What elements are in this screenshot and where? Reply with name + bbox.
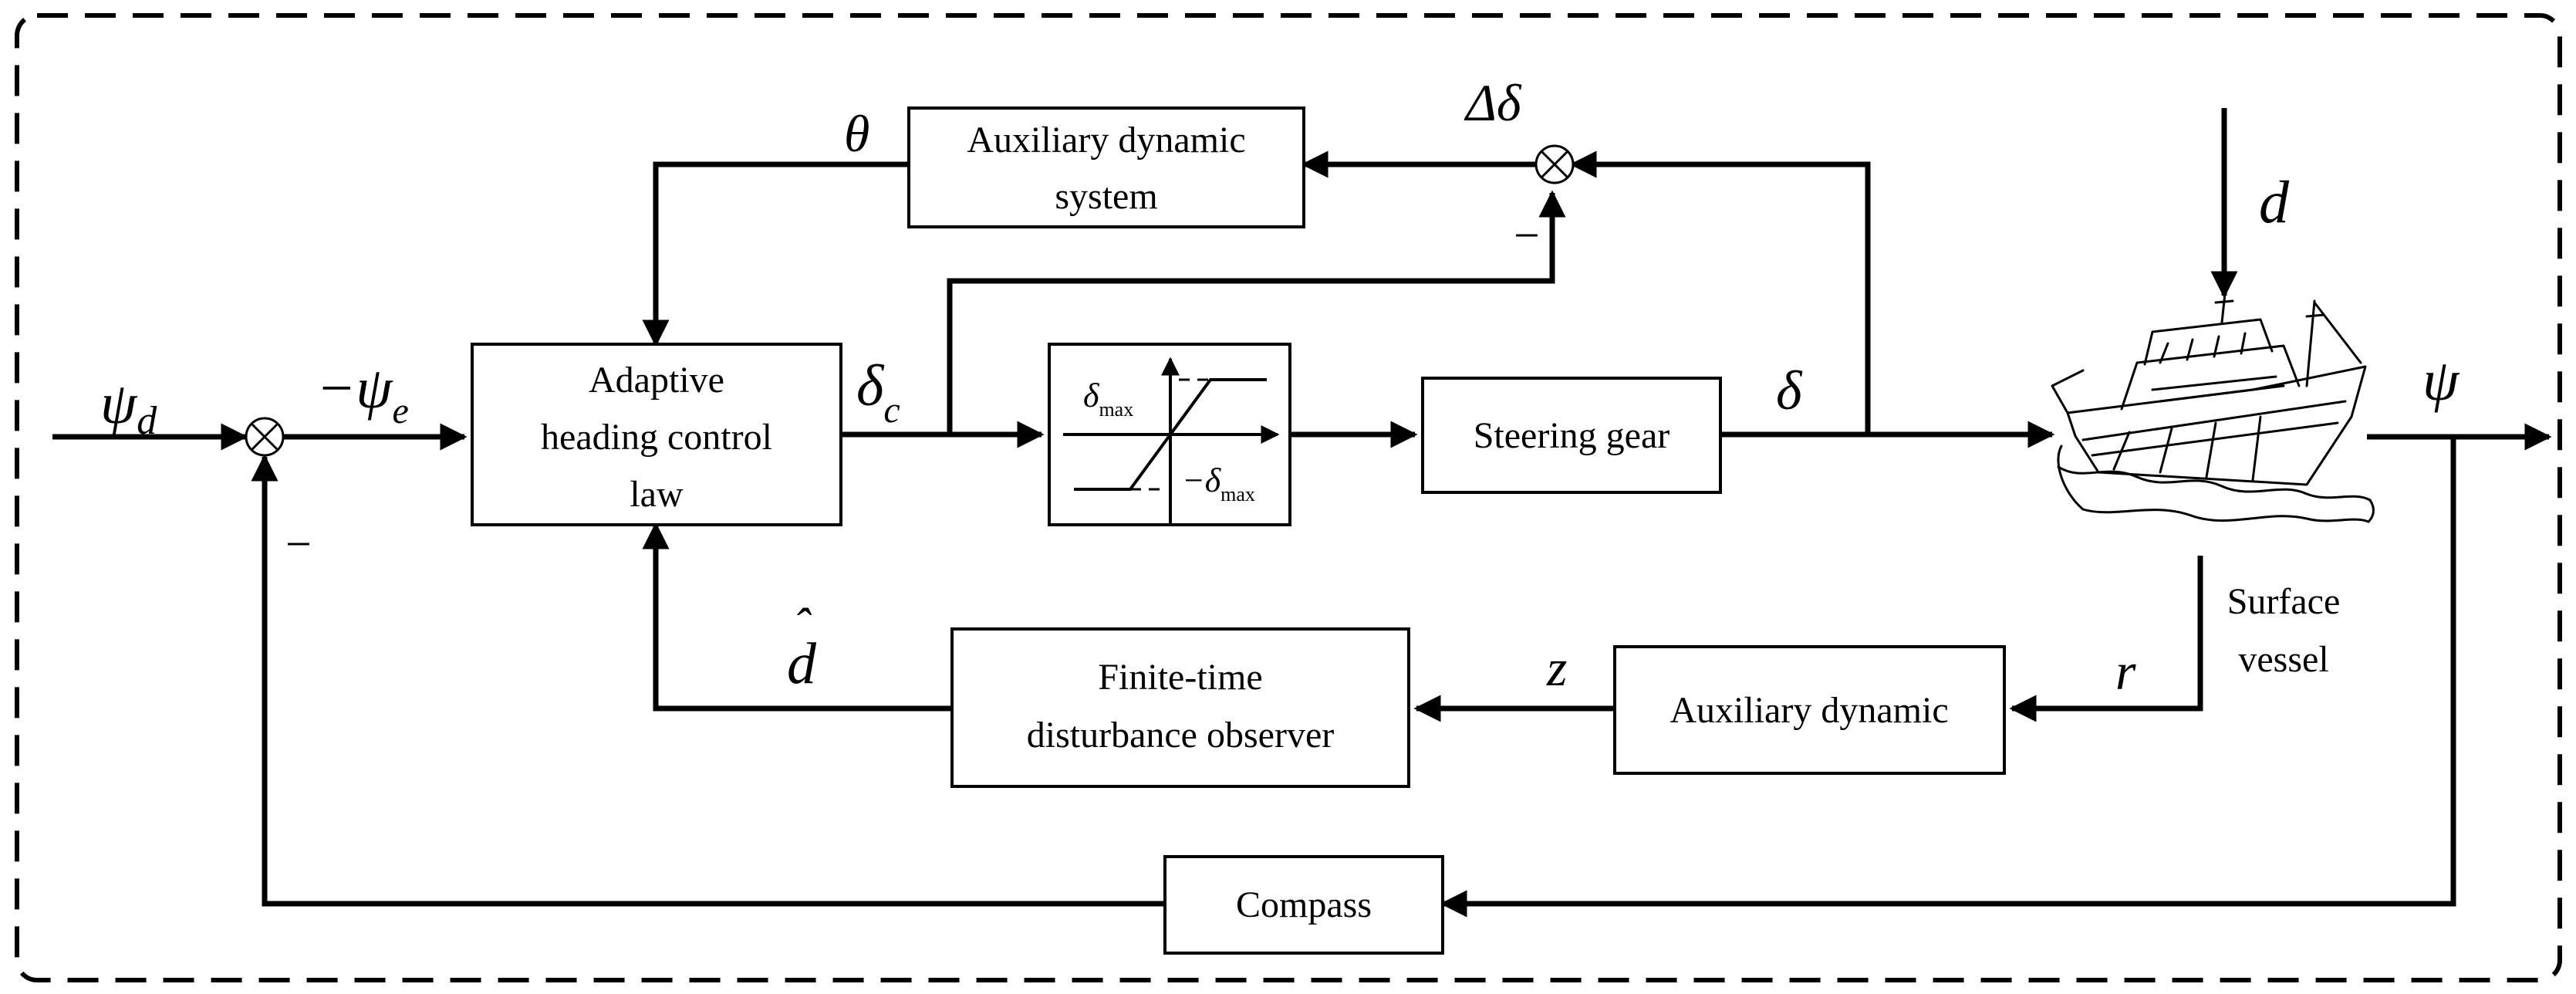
- control-law-label-line2: heading control: [541, 417, 772, 458]
- minus-sign-delta-c: −: [1514, 210, 1540, 261]
- aux-dynamic-label: Auxiliary dynamic: [1670, 690, 1948, 731]
- summing-junction-main: [245, 417, 285, 457]
- wire-delta-feedback: [1569, 150, 1871, 434]
- saturation-curve: [1074, 378, 1267, 491]
- block-adaptive-heading-control-law: Adaptive heading control law: [471, 343, 842, 526]
- signal-psi-output: ψ: [2422, 348, 2460, 413]
- wire-psi-to-compass: [1440, 437, 2456, 918]
- delta-max-label: δmax: [1083, 377, 1133, 421]
- surface-vessel-ship-icon: [2051, 292, 2375, 523]
- aux-system-label-line2: system: [1055, 176, 1157, 217]
- block-compass: Compass: [1163, 855, 1444, 955]
- control-law-label-line3: law: [630, 474, 684, 515]
- minus-sign-feedback: −: [285, 519, 312, 570]
- wire-r-to-aux-dynamic: [2009, 556, 2203, 722]
- outer-dashed-frame: [15, 13, 2562, 982]
- signal-delta: δ: [1776, 360, 1803, 421]
- signal-z: z: [1546, 638, 1567, 697]
- wire-dhat-to-control: [642, 522, 952, 712]
- signal-delta-delta: Δδ: [1464, 73, 1522, 132]
- signal-neg-psi-e: −ψe: [316, 356, 409, 431]
- aux-system-label-line1: Auxiliary dynamic: [967, 120, 1245, 161]
- vessel-label-line2: vessel: [2238, 639, 2328, 680]
- control-law-label-line1: Adaptive: [589, 360, 724, 401]
- compass-label: Compass: [1236, 884, 1372, 925]
- wire-theta-to-control: [642, 161, 909, 347]
- observer-label-line2: disturbance observer: [1027, 715, 1335, 756]
- signal-d-hat: d: [787, 631, 817, 696]
- wire-compass-to-sum: [251, 454, 1165, 907]
- block-saturation: δmax −δmax: [1048, 343, 1291, 526]
- block-finite-time-disturbance-observer: Finite-time disturbance observer: [950, 627, 1410, 788]
- observer-label-line1: Finite-time: [1098, 657, 1262, 698]
- signal-psi-d: ψd: [100, 371, 157, 443]
- signal-r: r: [2115, 642, 2136, 701]
- block-auxiliary-dynamic: Auxiliary dynamic: [1613, 645, 2006, 775]
- signal-delta-c: δc: [856, 353, 900, 431]
- vessel-label-line1: Surface: [2227, 581, 2341, 622]
- signal-d-hat-accent: ˆ: [793, 598, 812, 653]
- block-steering-gear: Steering gear: [1421, 377, 1722, 494]
- block-auxiliary-dynamic-system: Auxiliary dynamic system: [907, 106, 1305, 228]
- signal-disturbance-d: d: [2259, 168, 2290, 235]
- neg-delta-max-label: −δmax: [1182, 462, 1255, 505]
- steering-gear-label: Steering gear: [1474, 415, 1670, 456]
- wire-delta-c-branch: [947, 190, 1566, 434]
- signal-theta: θ: [844, 104, 869, 163]
- summing-junction-top: [1534, 144, 1575, 184]
